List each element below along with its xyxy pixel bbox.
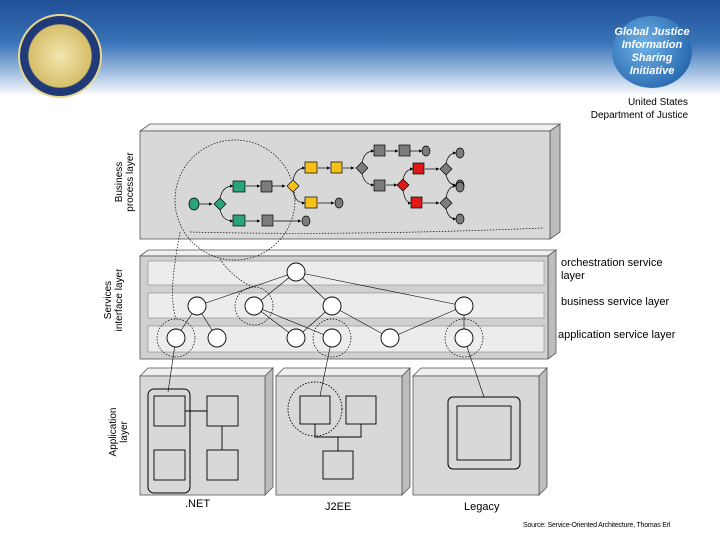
business-label-line2: process layer [125,152,136,212]
legacy-component [447,396,521,470]
gateway [286,179,300,193]
workflow-links [199,149,457,223]
j2ee-label: J2EE [325,501,352,513]
logo-line-2: Information [621,39,683,51]
gateway [439,196,453,210]
end-event [455,213,465,225]
task [412,162,425,175]
task [398,144,411,157]
task [304,196,318,209]
service-nodes [166,262,474,348]
start-event [188,197,200,211]
business-service [244,296,264,316]
task [330,161,343,174]
business-service-layer-label: business service layer [561,296,670,308]
org-name: United States Department of Justice [591,96,688,122]
business-service [187,296,207,316]
business-label-line1: Business [114,161,125,203]
gateway [439,162,453,176]
business-process-panel [138,123,562,240]
task [304,161,318,174]
j2ee-components [287,381,377,480]
task [373,144,386,157]
end-event [334,197,344,209]
application-service [207,328,227,348]
end-event [301,215,311,227]
application-label-line1: Application [108,407,119,457]
business-process-layer-label: Business process layer [114,142,138,222]
application-service [380,328,400,348]
org-line-1: United States [627,97,688,108]
services-label-line1: Services [103,280,114,320]
logo-line-3: Sharing Initiative [629,52,675,77]
services-label-line2: interface layer [114,268,125,332]
logo-line-1: Global Justice [614,26,690,38]
org-line-2: Department of Justice [590,110,688,121]
workflow-nodes [188,144,465,227]
business-service [454,296,474,316]
orchestration-band [147,260,545,286]
orchestration-service-layer-label: orchestration service layer [561,257,663,282]
application-layer-label: Application layer [108,392,132,472]
task [261,214,274,227]
source-citation: Source: Service-Oriented Architecture, T… [523,522,671,529]
task [232,214,246,227]
gateway [396,178,410,192]
application-service [166,328,186,348]
task [232,180,246,193]
global-justice-logo: Global Justice Information Sharing Initi… [612,16,692,88]
legacy-platform-box [412,367,548,496]
doj-seal-logo [18,14,102,98]
end-event [421,145,431,157]
application-service [286,328,306,348]
end-event [455,147,465,159]
legacy-label: Legacy [464,501,500,513]
net-components [147,388,239,494]
task [260,180,273,193]
task [410,196,423,209]
end-event [455,181,465,193]
header-banner [0,0,720,96]
gateway [213,197,227,211]
net-label: .NET [185,498,211,510]
application-service [322,328,342,348]
gateway [355,161,369,175]
application-band [147,325,545,353]
services-interface-layer-label: Services interface layer [103,260,127,340]
application-label-line2: layer [119,421,130,443]
application-service-layer-label: application service layer [558,329,676,341]
task [373,179,386,192]
business-service [322,296,342,316]
business-band [147,292,545,319]
highlight-circles [156,139,544,358]
application-service [454,328,474,348]
orchestration-service [286,262,306,282]
